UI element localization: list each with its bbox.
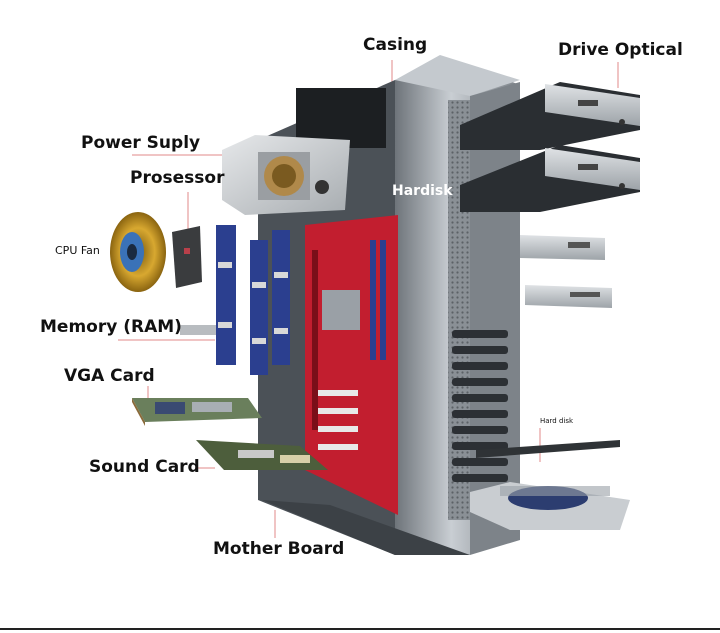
- motherboard: [305, 215, 398, 515]
- power-supply: [222, 135, 350, 215]
- drive-optical-label: Drive Optical: [558, 40, 683, 60]
- cpu-fan: [110, 212, 166, 292]
- processor-chip: [172, 226, 202, 288]
- sound-card: [196, 440, 328, 470]
- cpu-fan-label: CPU Fan: [55, 244, 100, 257]
- optical-drives: [460, 82, 640, 212]
- casing-label: Casing: [363, 35, 428, 55]
- power-supply-label: Power Suply: [81, 133, 201, 153]
- hardisk-label: Hardisk: [392, 183, 453, 199]
- mother-board-label: Mother Board: [213, 539, 345, 559]
- processor-label: Prosessor: [130, 168, 225, 188]
- hard-disk-label: Hard disk: [540, 417, 574, 425]
- memory-label: Memory (RAM): [40, 317, 182, 337]
- front-vents: [452, 330, 508, 482]
- vga-card: [132, 398, 262, 426]
- vga-card-label: VGA Card: [64, 366, 155, 386]
- ram-modules: [180, 225, 290, 375]
- bottom-divider: [0, 628, 720, 630]
- sound-card-label: Sound Card: [89, 457, 200, 477]
- hard-disk-drive: [470, 440, 630, 530]
- drive-bay-modules: [520, 235, 612, 308]
